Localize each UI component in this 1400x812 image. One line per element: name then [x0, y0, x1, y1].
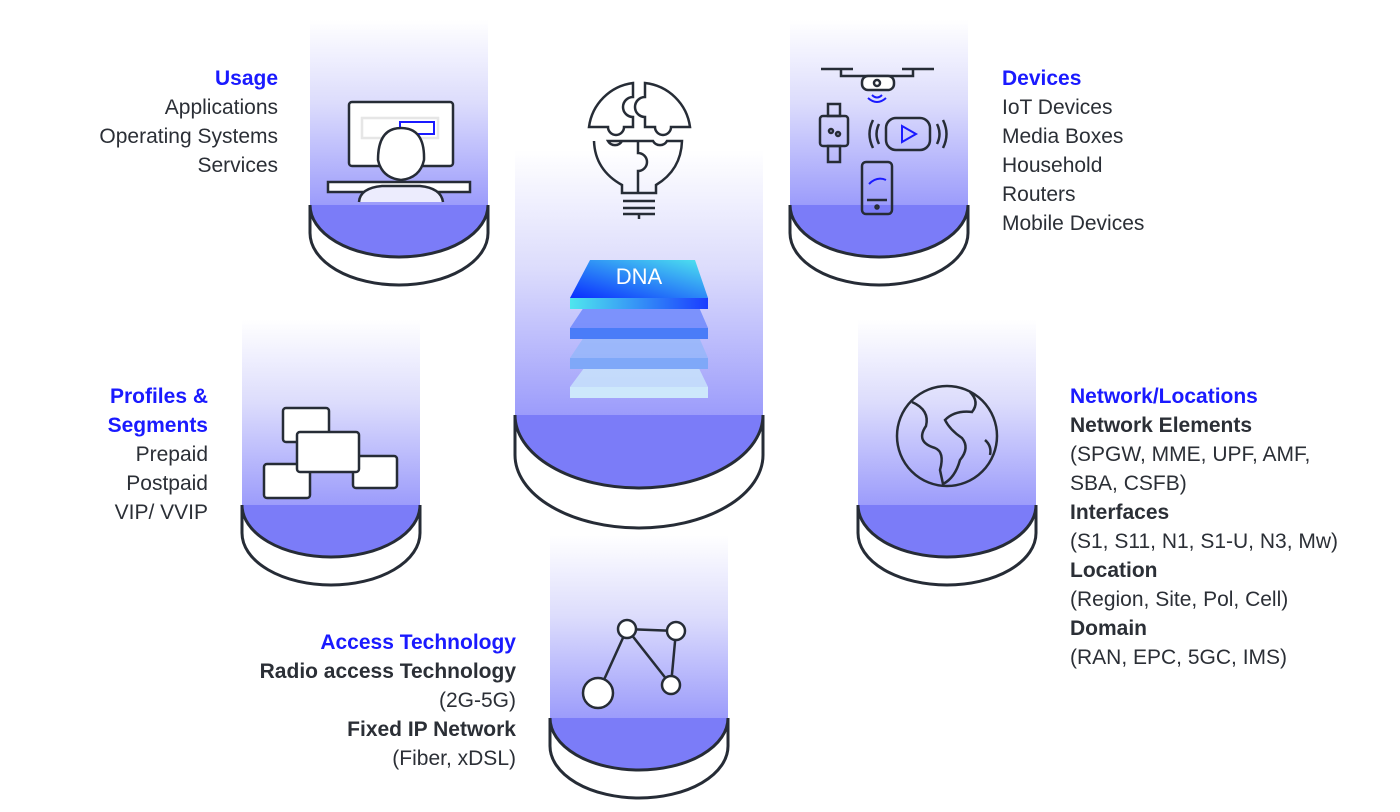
profiles-item: Prepaid — [135, 443, 208, 466]
network-line: (Region, Site, Pol, Cell) — [1070, 588, 1289, 611]
devices-item: IoT Devices — [1002, 96, 1113, 119]
network-line: (SPGW, MME, UPF, AMF, — [1070, 443, 1311, 466]
cylinder-access — [548, 535, 730, 800]
usage-title: Usage — [214, 67, 278, 90]
network-heading: Network Elements — [1070, 414, 1253, 437]
user-computer-icon — [326, 100, 472, 203]
access-title: Access Technology — [320, 631, 516, 654]
network-heading: Interfaces — [1070, 501, 1170, 524]
usage-item: Applications — [164, 96, 278, 119]
profile-cards-icon — [262, 406, 399, 500]
globe-icon — [895, 384, 999, 488]
profiles-title: Profiles & — [109, 385, 208, 408]
devices-item: Household — [1002, 154, 1103, 177]
access-line: (2G-5G) — [438, 689, 516, 712]
dna-stack-icon — [570, 260, 708, 398]
devices-item: Mobile Devices — [1002, 212, 1145, 235]
devices-item: Routers — [1002, 183, 1076, 206]
access-section: Access Technology Radio access Technolog… — [260, 628, 516, 773]
profiles-title: Segments — [107, 414, 208, 437]
devices-title: Devices — [1002, 67, 1082, 90]
network-nodes-icon — [581, 618, 687, 710]
usage-section: Usage Applications Operating Systems Ser… — [99, 64, 278, 180]
network-section: Network/Locations Network Elements (SPGW… — [1070, 382, 1338, 672]
devices-item: Media Boxes — [1002, 125, 1124, 148]
devices-section: Devices IoT Devices Media Boxes Househol… — [1002, 64, 1144, 238]
network-line: (S1, S11, N1, S1-U, N3, Mw) — [1070, 530, 1339, 553]
access-line: (Fiber, xDSL) — [392, 747, 516, 770]
profiles-item: Postpaid — [126, 472, 208, 495]
network-line: (RAN, EPC, 5GC, IMS) — [1070, 646, 1288, 669]
dna-label: DNA — [615, 264, 663, 289]
devices-icon — [818, 67, 948, 216]
cylinder-devices — [788, 20, 970, 287]
cylinder-network — [856, 320, 1038, 587]
access-heading: Fixed IP Network — [347, 718, 516, 741]
network-line: SBA, CSFB) — [1070, 472, 1187, 495]
profiles-section: Profiles & Segments Prepaid Postpaid VIP… — [108, 382, 208, 527]
usage-item: Services — [197, 154, 278, 177]
network-heading: Location — [1070, 559, 1158, 582]
usage-item: Operating Systems — [99, 125, 278, 148]
access-heading: Radio access Technology — [259, 660, 516, 683]
lightbulb-puzzle-icon — [587, 81, 692, 219]
network-heading: Domain — [1070, 617, 1148, 640]
network-title: Network/Locations — [1070, 385, 1258, 408]
profiles-item: VIP/ VVIP — [114, 501, 208, 524]
